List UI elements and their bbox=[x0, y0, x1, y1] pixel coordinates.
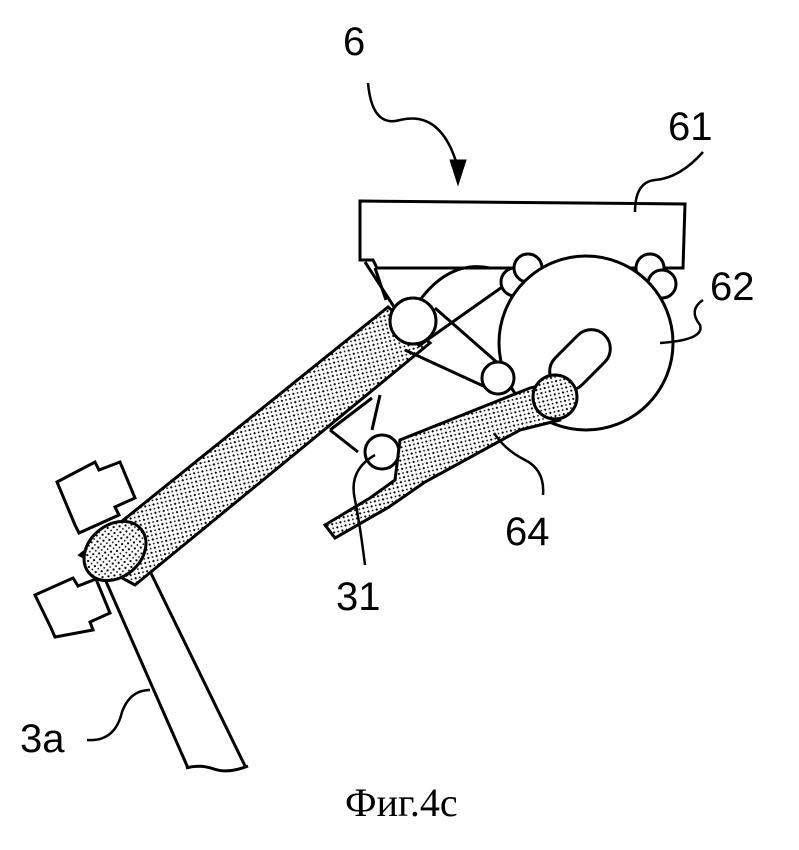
leader-lines bbox=[86, 82, 704, 742]
linkage-lines bbox=[329, 265, 506, 454]
arm-3a bbox=[99, 562, 249, 773]
upper-link bbox=[77, 305, 433, 587]
label-3a: 3a bbox=[20, 717, 65, 761]
pivot-circles bbox=[363, 296, 516, 471]
label-64: 64 bbox=[505, 510, 550, 554]
arrow-head-icon bbox=[449, 159, 467, 187]
label-31: 31 bbox=[336, 575, 381, 619]
label-6: 6 bbox=[343, 20, 365, 64]
label-61: 61 bbox=[668, 105, 713, 149]
figure-caption: Фиг.4с bbox=[345, 780, 458, 825]
lever-64 bbox=[322, 373, 579, 540]
label-62: 62 bbox=[710, 265, 755, 309]
arm-brackets bbox=[32, 459, 137, 639]
